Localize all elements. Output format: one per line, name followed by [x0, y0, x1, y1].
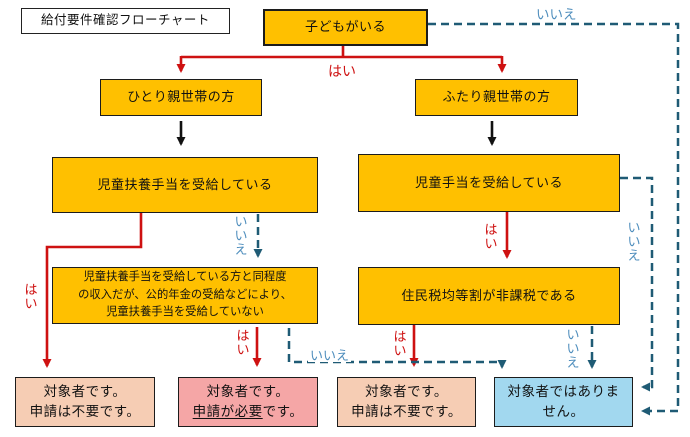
- result2-line2: 申請が必要です。: [193, 402, 304, 422]
- node-child-support-allowance: 児童扶養手当を受給している: [52, 157, 318, 213]
- edge-label-yes-childallowance: はい: [484, 222, 498, 251]
- result2-underlined: 申請が必要: [192, 404, 263, 419]
- edge-label-yes-pension: はい: [236, 328, 250, 357]
- chart-title: 給付要件確認フローチャート: [21, 8, 230, 34]
- edge-yes-child-split: [181, 45, 502, 59]
- node-pension-exception: 児童扶養手当を受給している方と同程度 の収入だが、公的年金の受給などにより、 児…: [52, 267, 318, 324]
- result1-line1: 対象者です。: [43, 384, 127, 400]
- node-two-parent: ふたり親世帯の方: [415, 79, 578, 116]
- edge-label-yes-left: はい: [24, 282, 38, 311]
- result-not-eligible: 対象者ではありません。: [494, 377, 633, 427]
- node-single-parent: ひとり親世帯の方: [100, 79, 262, 116]
- result3-line2: 申請は不要です。: [351, 404, 462, 419]
- edge-label-yes-tax: はい: [393, 329, 407, 358]
- result1-line2: 申請は不要です。: [29, 404, 141, 419]
- pension-line-3: 児童扶養手当を受給していない: [106, 306, 264, 319]
- edge-no-childallowance-to-result4: [620, 176, 654, 392]
- edge-label-no-childallowance: いいえ: [627, 220, 641, 263]
- edge-label-no-tax: いいえ: [566, 327, 580, 370]
- pension-line-2: の収入だが、公的年金の受給などにより、: [78, 288, 292, 301]
- result4-text: 対象者ではありません。: [507, 384, 620, 419]
- edge-label-yes-center: はい: [328, 63, 356, 79]
- node-resident-tax-exempt: 住民税均等割が非課税である: [358, 267, 620, 325]
- edge-label-no-allowance: いいえ: [234, 214, 248, 257]
- result-eligible-no-application-1: 対象者です。 申請は不要です。: [15, 377, 155, 427]
- node-child-allowance: 児童手当を受給している: [358, 154, 620, 212]
- result2-line1: 対象者です。: [206, 384, 290, 400]
- result2-rest: です。: [262, 404, 304, 419]
- result-eligible-no-application-2: 対象者です。 申請は不要です。: [337, 377, 476, 427]
- result3-line1: 対象者です。: [365, 384, 448, 400]
- edge-label-no-pension: いいえ: [308, 348, 352, 363]
- result-eligible-application-required: 対象者です。 申請が必要です。: [178, 377, 318, 427]
- edge-label-no-top: いいえ: [536, 7, 577, 22]
- node-has-children: 子どもがいる: [263, 9, 428, 46]
- pension-line-1: 児童扶養手当を受給している方と同程度: [83, 271, 287, 284]
